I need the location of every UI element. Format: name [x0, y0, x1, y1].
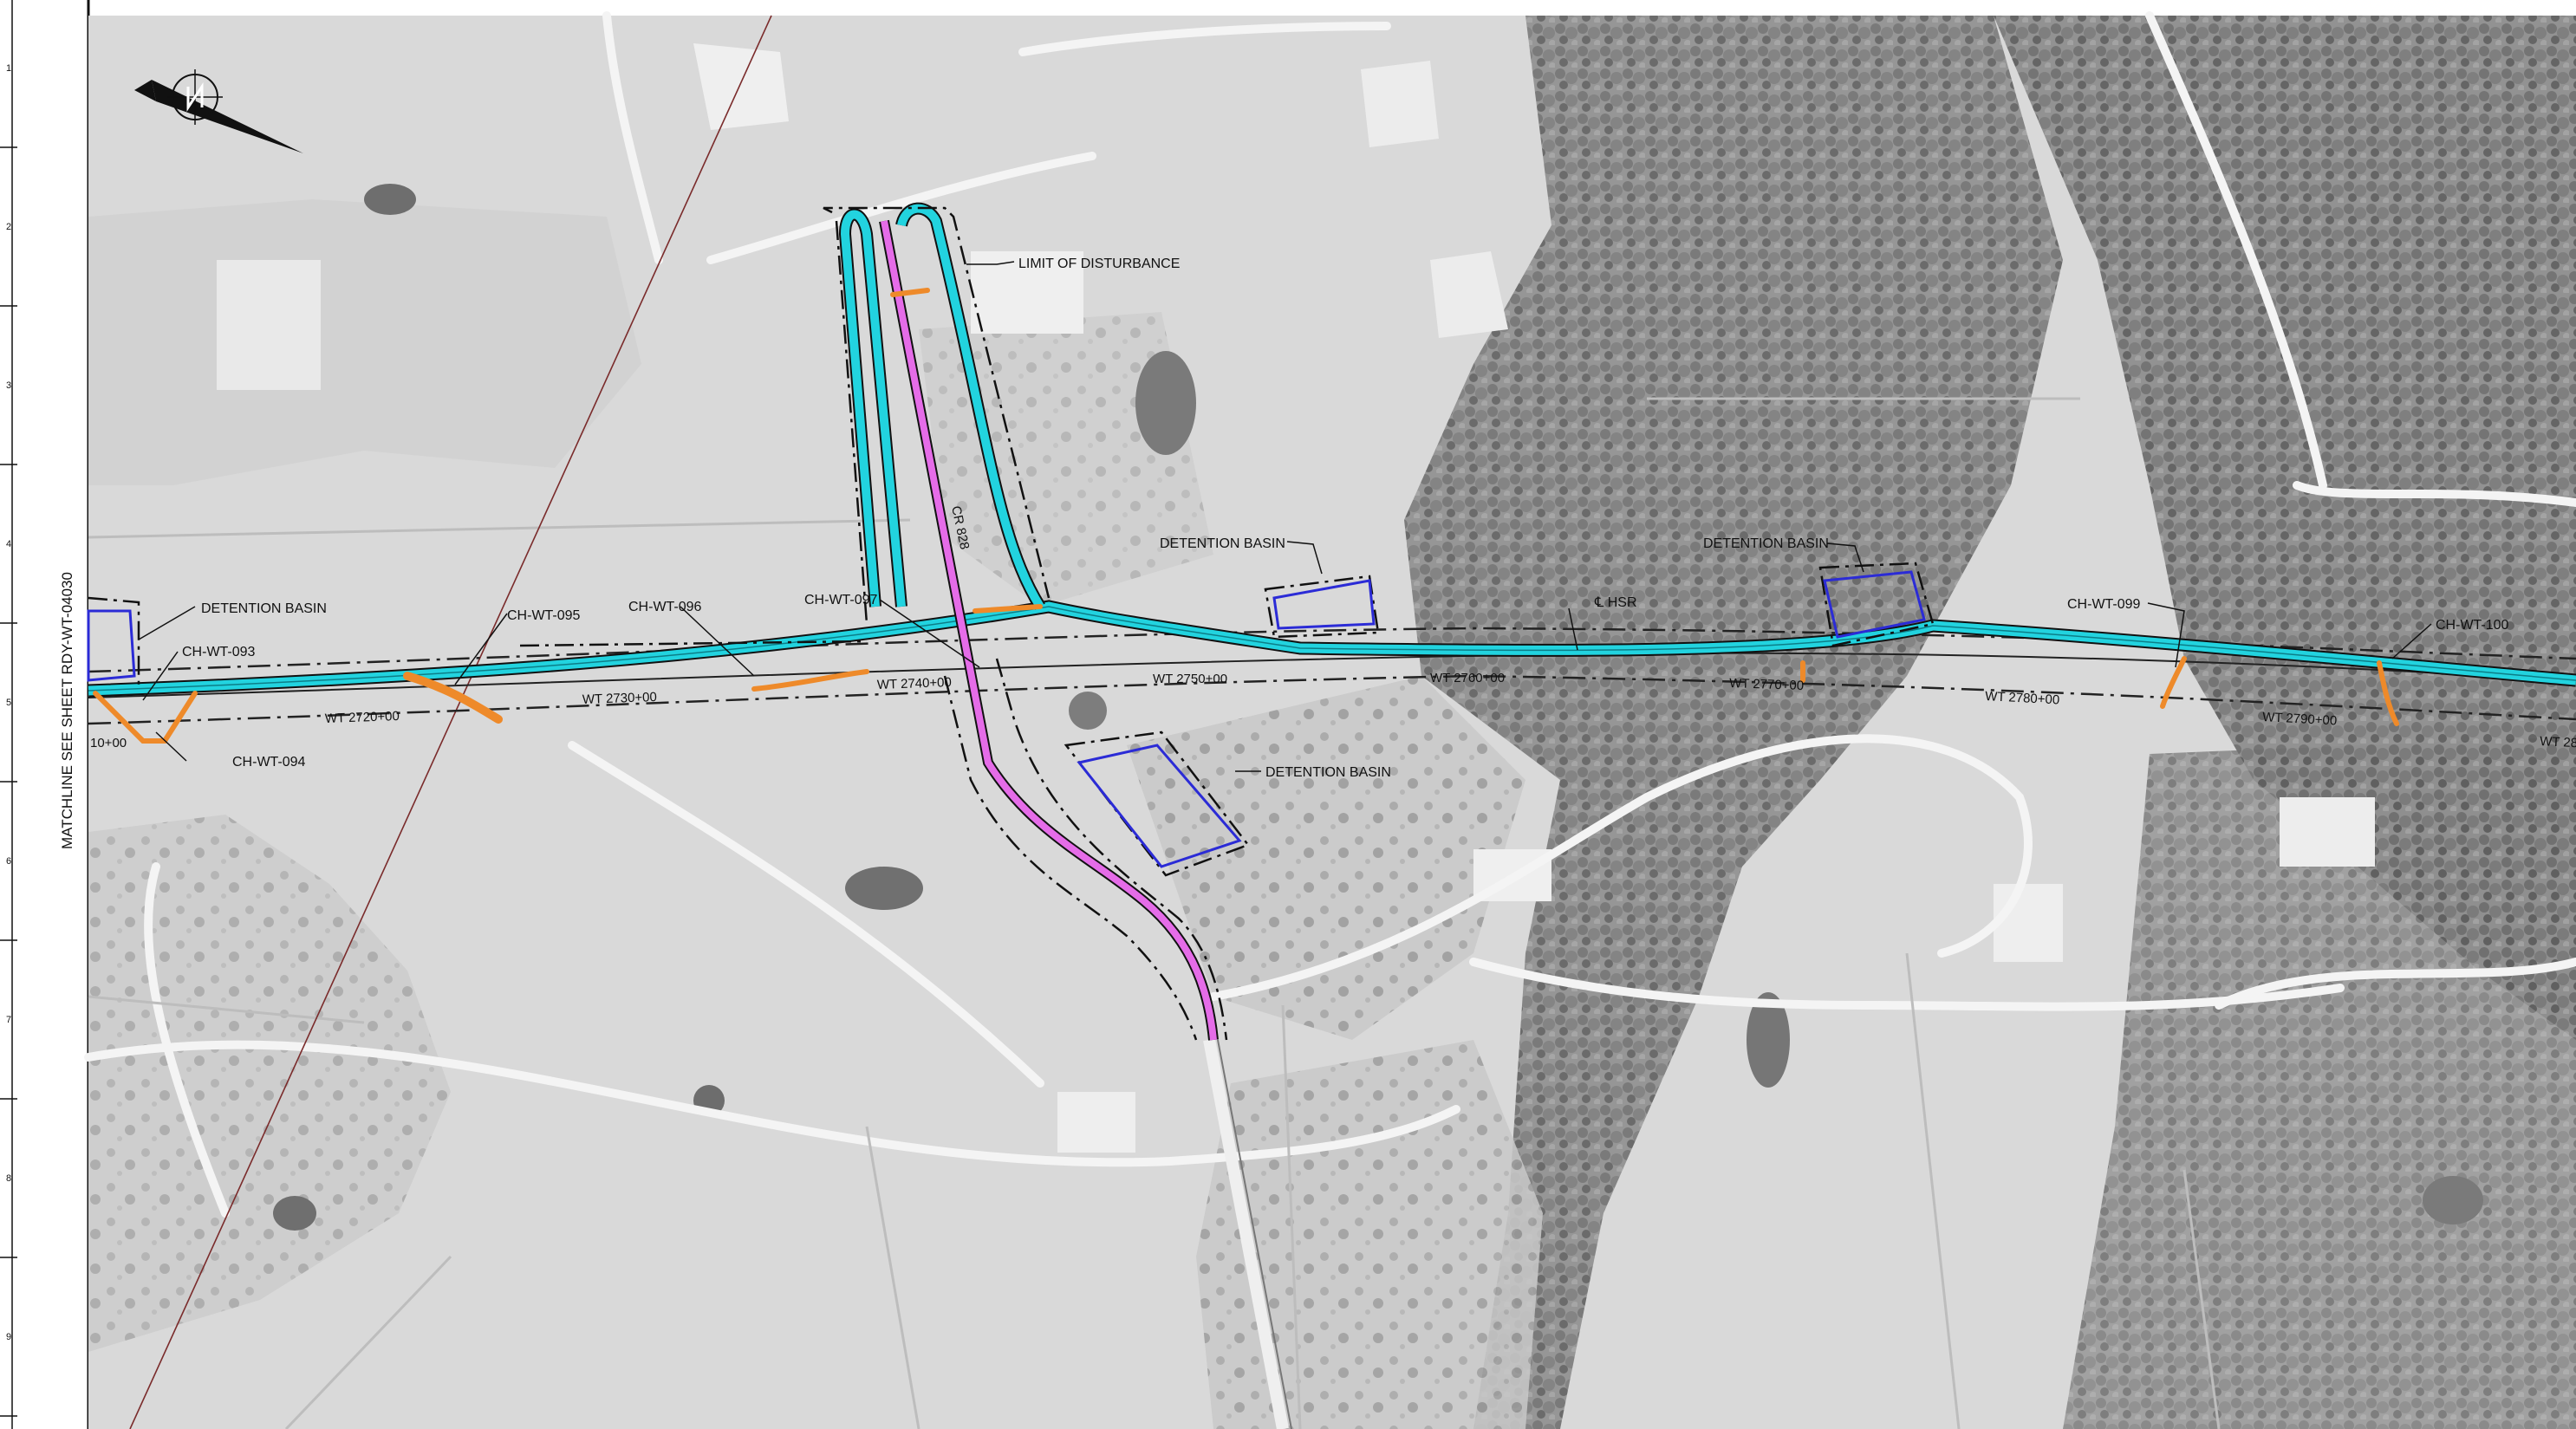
label-ch-wt-097: CH-WT-097 — [804, 593, 878, 607]
culvert-ch-wt-100 — [2377, 660, 2399, 726]
row-number: 7 — [6, 1015, 11, 1025]
north-arrow-icon — [134, 69, 303, 153]
culvert-ch-wt-093 — [93, 691, 198, 744]
culvert-ch-wt-095 — [403, 672, 503, 724]
row-tick-marks — [0, 146, 17, 1417]
label-ch-wt-099: CH-WT-099 — [2067, 597, 2141, 612]
label-ch-wt-095: CH-WT-095 — [507, 608, 581, 623]
culvert-limit — [890, 288, 930, 297]
station-label: WT 2770+00 — [1729, 676, 1805, 693]
culverts — [93, 288, 2399, 744]
cr-828-road — [879, 219, 1219, 1041]
limit-of-disturbance — [88, 206, 1935, 1041]
detention-basin-west — [87, 609, 136, 682]
label-ch-wt-100: CH-WT-100 — [2436, 618, 2509, 633]
station-label: WT 2780+00 — [1985, 689, 2060, 707]
label-ch-wt-093: CH-WT-093 — [182, 645, 256, 659]
label-detention-basin-west: DETENTION BASIN — [201, 601, 327, 616]
annotations: LIMIT OF DISTURBANCE DETENTION BASIN DET… — [182, 257, 2509, 780]
row-number: 2 — [6, 222, 11, 232]
label-ch-wt-096: CH-WT-096 — [628, 600, 702, 614]
matchline-note: MATCHLINE SEE SHEET RDY-WT-04030 — [59, 572, 75, 849]
aerial-imagery — [84, 11, 2576, 1429]
station-label: WT 2750+00 — [1153, 672, 1227, 686]
row-numbers: 1 2 3 4 5 6 7 8 9 — [6, 63, 11, 1342]
label-detention-basin-east: DETENTION BASIN — [1703, 536, 1829, 551]
row-number: 9 — [6, 1332, 11, 1342]
station-label: WT 2730+00 — [582, 690, 658, 707]
label-detention-basin-north: DETENTION BASIN — [1160, 536, 1285, 551]
detention-basins — [87, 570, 1926, 868]
culvert-ch-wt-099 — [2160, 656, 2187, 709]
detention-basin-east — [1823, 570, 1926, 639]
row-number: 4 — [6, 539, 11, 549]
label-centerline-hsr: ℄ HSR — [1594, 595, 1637, 610]
culvert-ch-wt-096 — [751, 669, 869, 692]
label-ch-wt-094: CH-WT-094 — [232, 755, 306, 770]
row-number: 1 — [6, 63, 11, 74]
station-label: WT 2740+00 — [877, 675, 953, 692]
title-strip — [0, 0, 88, 1429]
row-number: 8 — [6, 1173, 11, 1184]
station-label: 10+00 — [90, 736, 127, 750]
station-label: WT 2720+00 — [325, 709, 400, 726]
station-label: WT 2760+00 — [1430, 671, 1505, 685]
label-detention-basin-south: DETENTION BASIN — [1265, 765, 1391, 780]
row-number: 5 — [6, 698, 11, 708]
station-labels: 10+00 WT 2720+00 WT 2730+00 WT 2740+00 W… — [90, 671, 2576, 750]
station-label: WT 28 — [2540, 734, 2576, 750]
label-limit-of-disturbance: LIMIT OF DISTURBANCE — [1018, 257, 1180, 271]
culvert-ch-wt-097 — [973, 604, 1043, 614]
station-label: WT 2790+00 — [2262, 710, 2338, 728]
row-number: 3 — [6, 380, 11, 391]
row-number: 6 — [6, 856, 11, 867]
detention-basin-south — [1077, 744, 1242, 868]
detention-basin-north — [1272, 579, 1376, 630]
leader-lines — [138, 261, 2432, 772]
